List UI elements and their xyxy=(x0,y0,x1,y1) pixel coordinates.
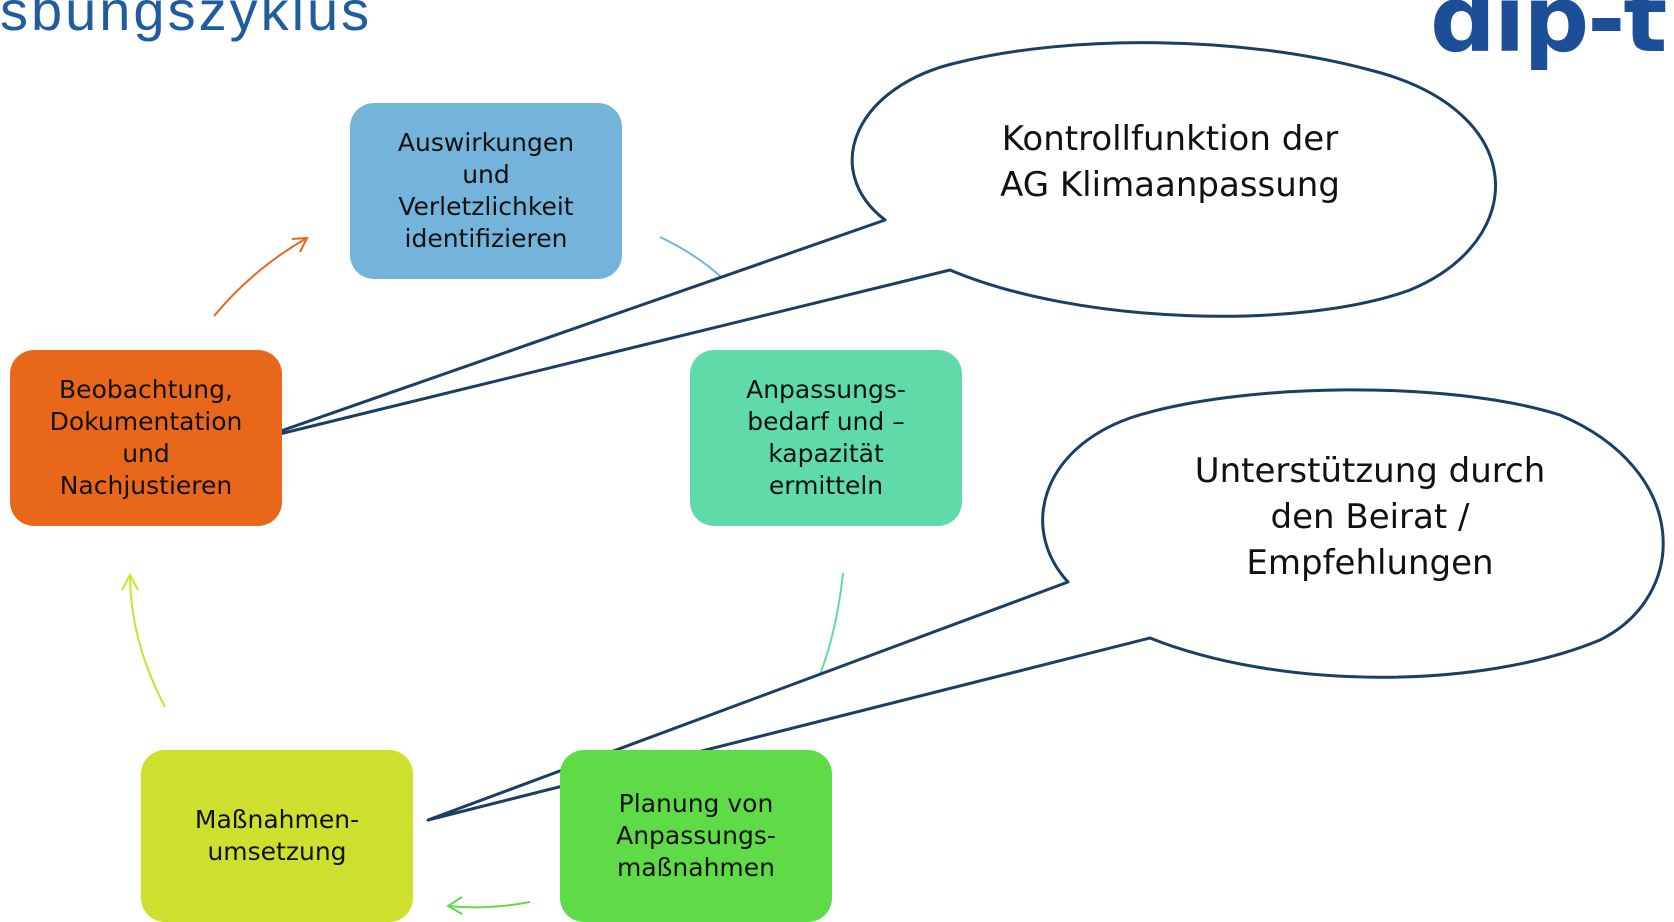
slide-title: sbungszyklus xyxy=(0,0,373,42)
callout-bubble-beirat xyxy=(426,388,1665,822)
callout-bubble-kontroll xyxy=(253,41,1497,442)
callout-text-kontroll: Kontrollfunktion der AG Klimaanpassung xyxy=(1000,119,1340,205)
logo-text: dip-t xyxy=(1430,0,1667,73)
arrowhead-3 xyxy=(446,896,463,915)
step-beobachtung: Beobachtung, Dokumentation und Nachjusti… xyxy=(10,350,282,526)
arrow-beobachtung-to-auswirkungen xyxy=(213,237,308,317)
arrowhead-5 xyxy=(291,236,309,253)
callout-text-beirat: Unterstützung durch den Beirat / Empfehl… xyxy=(1194,451,1546,583)
arrow-umsetzung-to-beobachtung xyxy=(129,574,166,708)
arrowhead-4 xyxy=(121,572,139,591)
step-auswirkungen: Auswirkungen und Verletzlichkeit identif… xyxy=(350,103,622,279)
step-umsetzung: Maßnahmen- umsetzung xyxy=(141,750,413,922)
step-anpassungsbedarf: Anpassungs- bedarf und – kapazität ermit… xyxy=(690,350,962,526)
arrow-planung-to-umsetzung xyxy=(447,901,531,909)
step-planung: Planung von Anpassungs- maßnahmen xyxy=(560,750,832,922)
logo: dip-t xyxy=(1430,0,1674,73)
